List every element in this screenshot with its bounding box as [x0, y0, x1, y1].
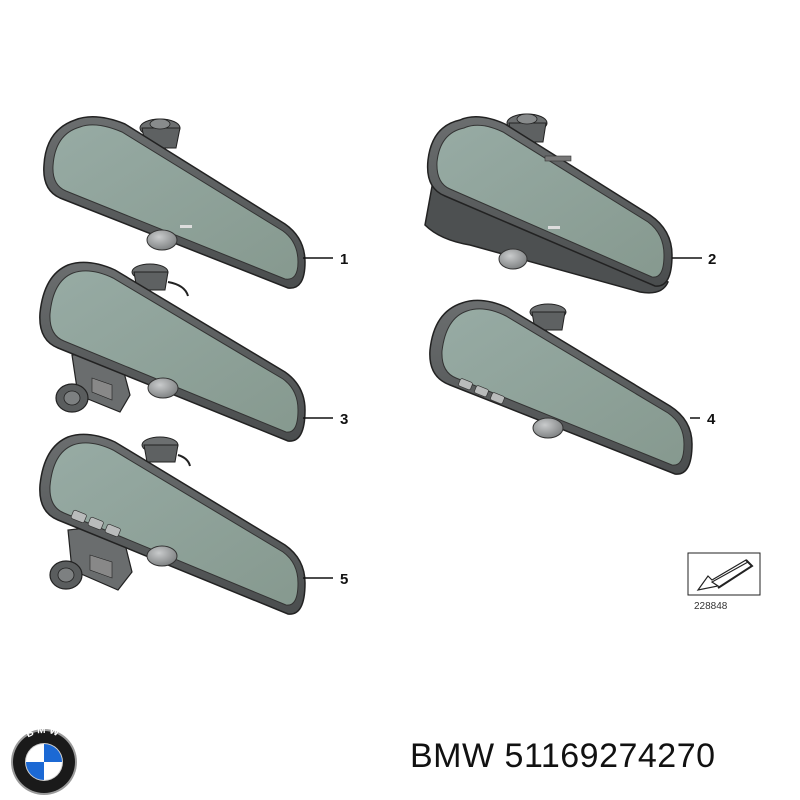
mirror-2-logo-mark — [548, 226, 560, 229]
mirror-3-glass — [49, 270, 299, 433]
callout-1: 1 — [340, 251, 348, 268]
mirror-5-sensor — [146, 545, 178, 567]
mirror-4-mount — [529, 303, 567, 331]
mirror-1-glass — [52, 124, 299, 280]
mirror-4: 4 — [429, 299, 716, 475]
mirror-2-sensor — [498, 248, 528, 270]
mirror-5-buttons — [70, 509, 121, 538]
bmw-logo: BMW — [11, 728, 77, 795]
mirror-3-sensor — [147, 377, 179, 399]
product-caption: BMW 51169274270 — [410, 737, 795, 787]
mirror-4-buttons — [458, 378, 505, 405]
brand-name: BMW — [410, 737, 495, 775]
mirror-2-slot — [544, 155, 572, 162]
callout-5: 5 — [340, 571, 348, 588]
callout-4: 4 — [707, 411, 716, 428]
mirror-1-logo-mark — [180, 225, 192, 228]
mirror-1-sensor — [146, 229, 178, 251]
part-number: 51169274270 — [504, 737, 716, 775]
callout-2: 2 — [708, 251, 716, 268]
mirror-5-glass — [49, 442, 299, 606]
mirror-2: 2 — [424, 113, 716, 294]
mirror-4-glass — [441, 308, 685, 466]
reference-number: 228848 — [694, 601, 728, 612]
mirror-5-mount — [141, 436, 191, 467]
callout-3: 3 — [340, 411, 348, 428]
reference-box: 228848 — [687, 552, 761, 612]
mirror-1: 1 — [43, 116, 348, 289]
mirror-5: 5 — [39, 433, 348, 615]
mirror-3: 3 — [39, 261, 348, 442]
mirror-2-glass — [436, 124, 665, 278]
mirror-4-sensor — [532, 417, 564, 439]
arrow-icon — [696, 559, 749, 591]
